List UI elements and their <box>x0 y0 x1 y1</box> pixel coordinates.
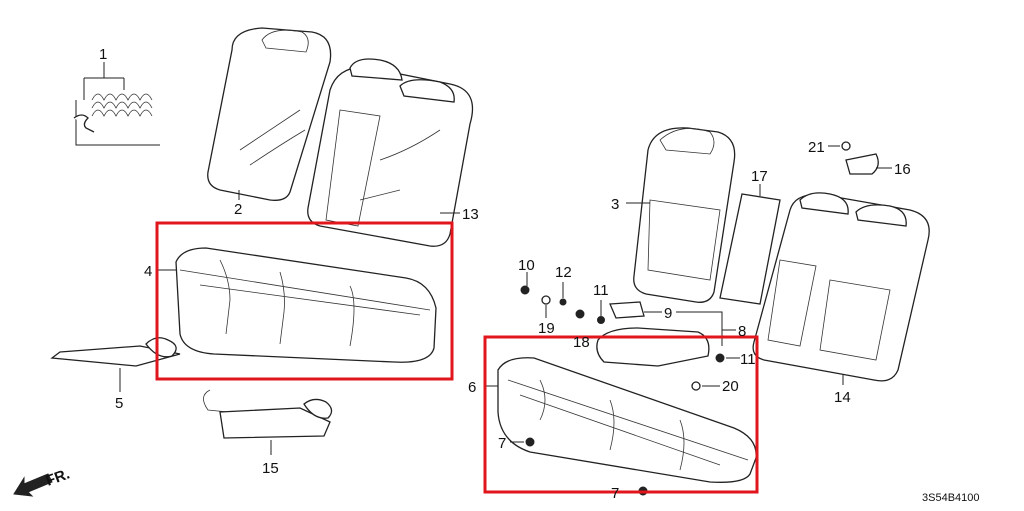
part-5-heater-pad <box>50 337 181 392</box>
part-14-seatback-frame-right <box>752 192 930 385</box>
part-3-seatback-cover-right <box>626 127 736 303</box>
callout-9: 9 <box>664 305 672 322</box>
callout-12: 12 <box>555 264 572 281</box>
callout-4: 4 <box>144 263 152 280</box>
callout-10: 10 <box>518 257 535 274</box>
callout-15: 15 <box>262 460 279 477</box>
part-16-21-cover <box>828 141 892 175</box>
callout-19: 19 <box>538 320 555 337</box>
callout-7-a: 7 <box>498 435 506 452</box>
part-4-seat-cushion <box>156 247 437 363</box>
callout-11-b: 11 <box>740 351 756 368</box>
callout-18: 18 <box>573 334 590 351</box>
callout-1: 1 <box>99 46 107 63</box>
callout-3: 3 <box>611 196 619 213</box>
callout-21: 21 <box>808 139 825 156</box>
callout-5: 5 <box>115 395 123 412</box>
part-1-spring-clips <box>73 62 160 146</box>
callout-6: 6 <box>468 379 476 396</box>
highlight-box-right <box>483 335 759 494</box>
part-13-seatback-frame <box>307 58 474 247</box>
fasteners <box>520 272 736 346</box>
front-direction-arrow: FR. <box>13 466 73 497</box>
callout-11-a: 11 <box>593 282 609 299</box>
callout-13: 13 <box>462 206 479 223</box>
callout-16: 16 <box>894 161 911 178</box>
callout-14: 14 <box>834 389 851 406</box>
part-17-pad <box>719 184 781 305</box>
callout-20: 20 <box>722 378 739 395</box>
callout-17: 17 <box>751 168 768 185</box>
part-2-seatback-cover <box>207 27 332 201</box>
callout-8: 8 <box>738 323 746 340</box>
part-15-heater-pad <box>203 389 333 455</box>
part-8-armrest <box>596 327 740 367</box>
diagram-code: 3S54B4100 <box>922 492 980 504</box>
front-label: FR. <box>44 466 73 490</box>
highlight-box-left <box>155 221 454 381</box>
callout-2: 2 <box>234 201 242 218</box>
part-6-seat-cushion-right <box>484 357 757 496</box>
callout-7-b: 7 <box>611 485 619 502</box>
